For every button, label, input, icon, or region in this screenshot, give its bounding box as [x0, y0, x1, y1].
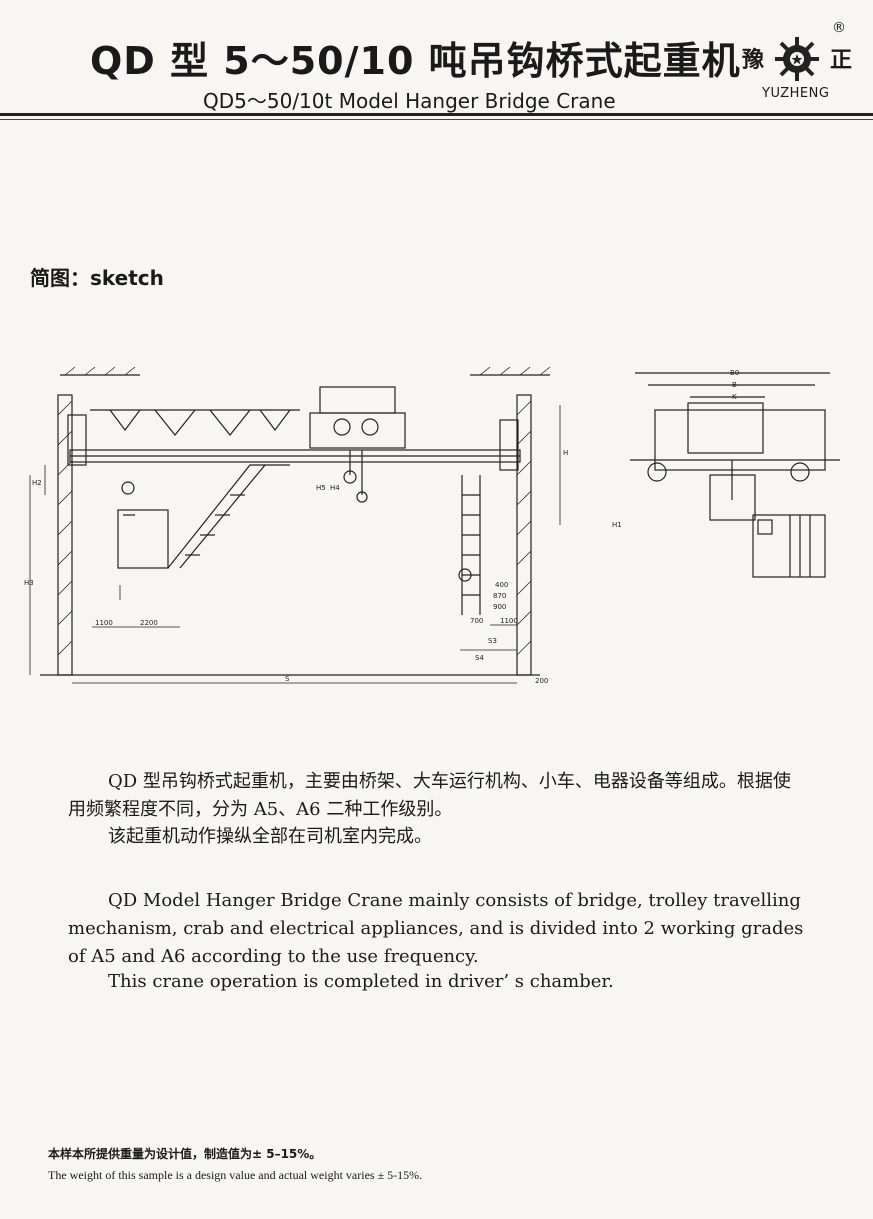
- dimension-lines: [29, 405, 561, 684]
- dim-s3: S3: [488, 637, 497, 645]
- dim-h2: H2: [32, 479, 42, 487]
- driver-cabin: [117, 464, 290, 569]
- bridge-girder: [67, 414, 521, 471]
- trolley: [309, 386, 406, 503]
- description-en-2: This crane operation is completed in dri…: [108, 971, 614, 992]
- right-wall: [470, 366, 551, 676]
- dim-h4: H4: [330, 484, 340, 492]
- header-rule: [0, 113, 873, 116]
- description-cn-1: QD 型吊钩桥式起重机，主要由桥架、大车运行机构、小车、电器设备等组成。根据使用…: [68, 771, 791, 820]
- page-title-en: QD5～50/10t Model Hanger Bridge Crane: [203, 89, 616, 113]
- dim-h1: H1: [612, 521, 622, 529]
- logo-char-left: 豫: [742, 47, 765, 73]
- dim-h5: H5: [316, 484, 326, 492]
- footer-note-en: The weight of this sample is a design va…: [48, 1168, 423, 1182]
- dim-2200: 2200: [140, 619, 158, 627]
- gear-icon: [775, 37, 819, 81]
- right-ladder: [461, 475, 481, 615]
- dim-900: 900: [493, 603, 506, 611]
- brand-logo: 豫 正 ® YUZHENG: [742, 20, 860, 110]
- dim-s4: S4: [475, 654, 484, 662]
- logo-brand-name: YUZHENG: [762, 86, 830, 101]
- dim-h3: H3: [24, 579, 34, 587]
- dim-1100-right: 1100: [500, 617, 518, 625]
- description-en-1: QD Model Hanger Bridge Crane mainly cons…: [68, 890, 804, 967]
- sketch-label: 简图：sketch: [30, 266, 164, 290]
- dim-400: 400: [495, 581, 508, 589]
- aux-hook: [121, 481, 135, 495]
- dim-h: H: [563, 449, 568, 457]
- dim-s: S: [285, 675, 290, 683]
- page-title-cn: QD 型 5～50/10 吨吊钩桥式起重机: [90, 39, 741, 83]
- footer-note-cn: 本样本所提供重量为设计值，制造值为± 5–15%。: [48, 1147, 322, 1161]
- description-cn-2: 该起重机动作操纵全部在司机室内完成。: [108, 826, 432, 847]
- dim-1100: 1100: [95, 619, 113, 627]
- dim-870: 870: [493, 592, 506, 600]
- registered-mark: ®: [832, 20, 846, 36]
- crane-sketch-drawing: S H3 H2 H H5 H4 1100 2200 400 870 900 70…: [24, 366, 840, 685]
- side-view: [630, 372, 840, 578]
- main-hook: [458, 568, 472, 582]
- roof-truss: [90, 409, 300, 436]
- left-wall: [57, 366, 140, 676]
- logo-char-right: 正: [830, 47, 853, 73]
- dim-700: 700: [470, 617, 483, 625]
- header-rule-thin: [0, 119, 873, 120]
- dim-200: 200: [535, 677, 548, 685]
